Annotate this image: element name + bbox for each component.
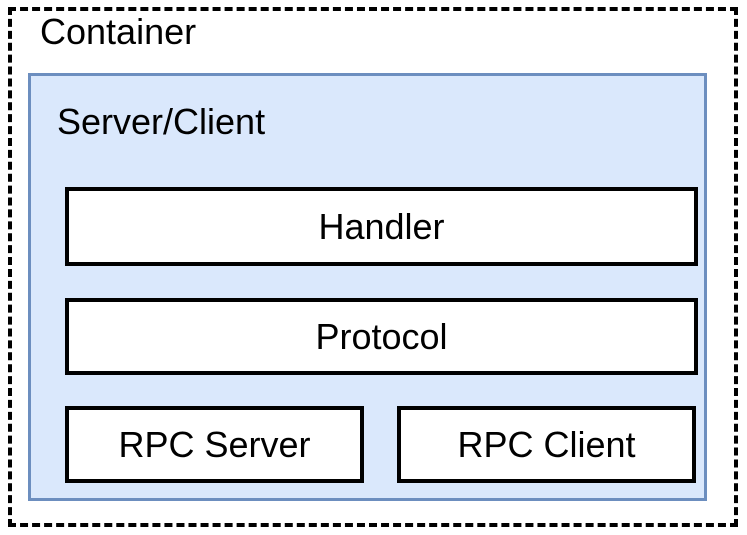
server-client-boundary: Server/Client Handler Protocol RPC Serve… [28, 73, 707, 501]
container-boundary [8, 7, 738, 527]
component-box-rpc-client: RPC Client [397, 406, 696, 483]
component-box-protocol: Protocol [65, 298, 698, 375]
component-label-rpc-client: RPC Client [457, 423, 636, 465]
component-label-rpc-server: RPC Server [118, 423, 311, 465]
container-label: Container [40, 11, 197, 52]
component-label-handler: Handler [318, 205, 445, 247]
component-label-protocol: Protocol [315, 315, 448, 357]
component-box-handler: Handler [65, 187, 698, 266]
component-box-rpc-server: RPC Server [65, 406, 364, 483]
server-client-label: Server/Client [57, 101, 266, 142]
